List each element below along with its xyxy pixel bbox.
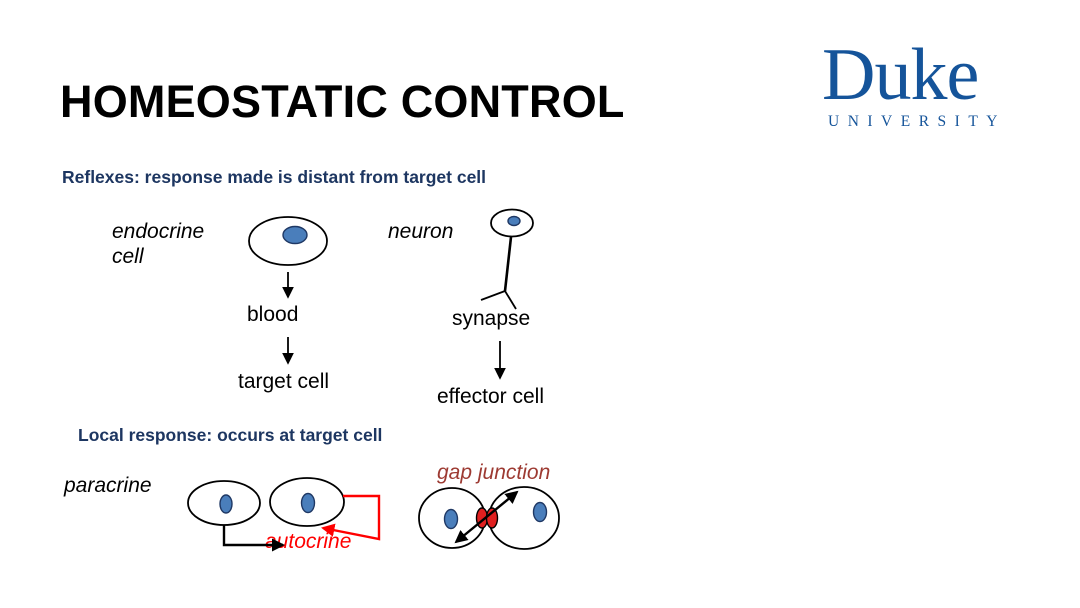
gap-junction-cell-2-nucleus: [532, 501, 548, 523]
neuron-nucleus: [507, 215, 521, 227]
neuron-soma-membrane: [490, 208, 534, 238]
label-gap-junction: gap junction: [437, 461, 551, 484]
duke-university-logo: Duke UNIVERSITY: [818, 38, 1036, 138]
synapse-terminal-branch-left: [480, 290, 506, 301]
paracrine-cell-2-membrane: [269, 477, 345, 527]
heading-reflexes: Reflexes: response made is distant from …: [62, 167, 487, 187]
endocrine-cell-nucleus: [282, 225, 308, 245]
label-target-cell: target cell: [238, 370, 330, 393]
paracrine-cell-2-nucleus: [300, 492, 316, 514]
page-title: HOMEOSTATIC CONTROL: [60, 76, 625, 127]
neuron-figure: [480, 208, 534, 310]
label-autocrine: autocrine: [265, 530, 352, 553]
paracrine-target-cell: [269, 477, 345, 527]
endocrine-cell-figure: [248, 216, 328, 266]
paracrine-cell-1-membrane: [187, 480, 261, 526]
label-neuron: neuron: [388, 220, 454, 243]
label-synapse: synapse: [452, 307, 531, 330]
label-effector-cell: effector cell: [437, 385, 544, 408]
neuron-axon: [503, 236, 513, 292]
label-endocrine-line1: endocrine: [112, 220, 205, 243]
gap-junction-cell-1-nucleus: [443, 508, 459, 530]
gap-junction-channel-right: [485, 507, 499, 529]
arrow-gap-junction-bidirectional: [454, 490, 519, 544]
duke-university-subtext: UNIVERSITY: [828, 113, 1006, 130]
label-paracrine: paracrine: [64, 474, 152, 497]
gap-junction-cell-1-membrane: [418, 487, 486, 549]
label-blood: blood: [247, 303, 299, 326]
gap-junction-figure: [418, 486, 560, 550]
gap-junction-cell-2-membrane: [488, 486, 560, 550]
paracrine-source-cell: [187, 480, 261, 526]
label-endocrine-line2: cell: [112, 245, 144, 268]
heading-local-response: Local response: occurs at target cell: [78, 425, 383, 445]
duke-wordmark-text: Duke: [822, 34, 979, 116]
gap-junction-channel-left: [475, 507, 489, 529]
paracrine-cell-1-nucleus: [219, 494, 233, 514]
endocrine-cell-membrane: [248, 216, 328, 266]
